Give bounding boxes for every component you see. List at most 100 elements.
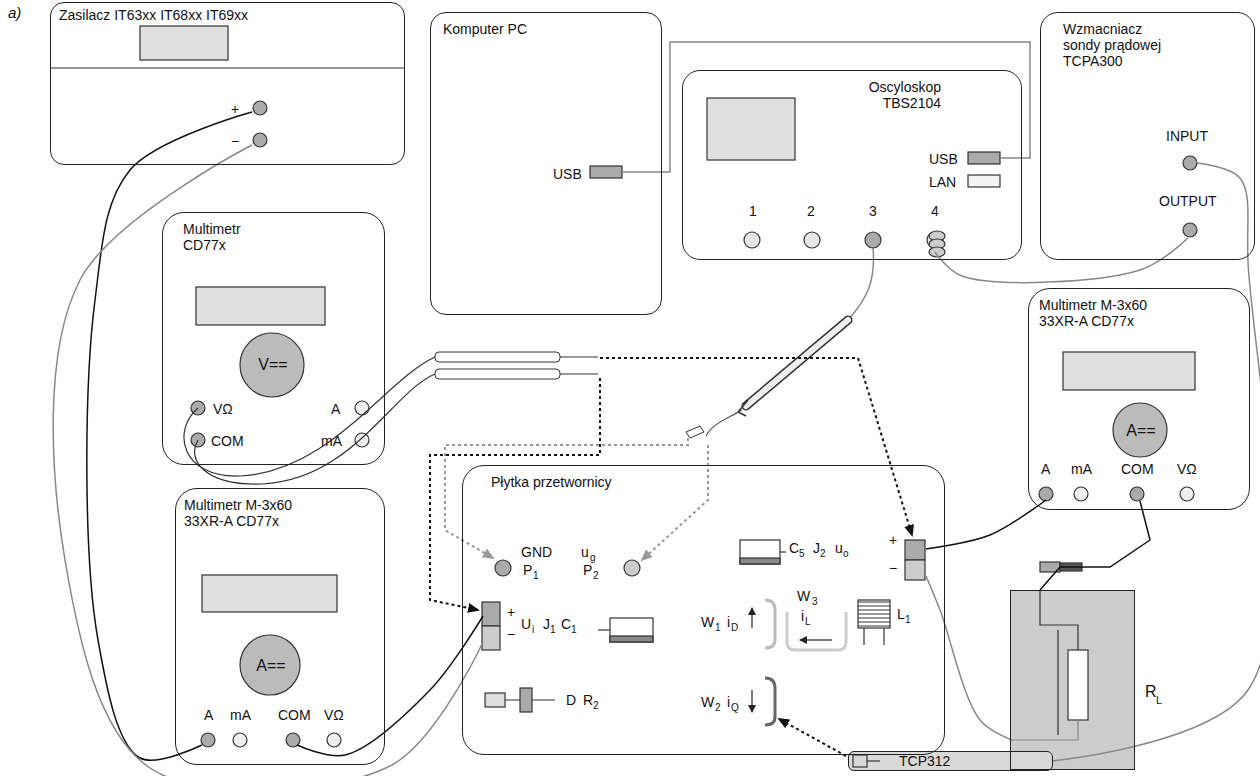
output-connector <box>905 560 925 580</box>
label-text: mA <box>321 433 342 449</box>
measure-loop <box>765 600 775 648</box>
capacitor-symbol <box>740 540 780 564</box>
probe-fill <box>848 751 1053 771</box>
probe-tip <box>560 374 598 375</box>
label-text: USB <box>553 166 582 182</box>
probe-pointer <box>430 378 600 610</box>
probe-ring <box>867 760 880 761</box>
label-text: C <box>561 616 571 632</box>
label-text: LAN <box>929 174 956 190</box>
label-text: W <box>797 588 810 604</box>
label-text: − <box>507 626 515 642</box>
probe-amplifier-box: Wzmacniacz sondy prądowej TCPA300INPUTOU… <box>1040 12 1255 260</box>
label-text: 2 <box>715 702 721 714</box>
capacitor-stripe <box>610 636 653 642</box>
wire <box>87 112 252 760</box>
meter-jack <box>1130 487 1144 501</box>
label-text: U <box>521 616 531 632</box>
label-text: L <box>1156 694 1162 707</box>
probe-pointer <box>600 358 912 535</box>
test-lead <box>195 374 435 484</box>
ground-lead <box>706 410 742 436</box>
meter-jack <box>1180 487 1194 501</box>
measure-loop <box>765 678 775 725</box>
meter-jack <box>1074 487 1088 501</box>
label-text: u <box>835 540 843 556</box>
label-text: o <box>843 548 849 560</box>
label-text: A <box>204 707 213 723</box>
terminal-plus <box>253 101 267 115</box>
title-text: R <box>1145 683 1157 701</box>
current-arrow <box>751 690 752 712</box>
voltmeter-box: Multimetr CD77xV==VΩACOMmA <box>162 212 385 465</box>
label-text: + <box>231 101 239 117</box>
scope-probe <box>746 320 848 406</box>
capacitor-symbol <box>610 618 653 642</box>
probe-pointer <box>445 438 688 558</box>
capacitor-lead <box>598 629 610 630</box>
computer-box: Komputer PC USB <box>430 12 662 315</box>
label-text: 2 <box>593 570 599 582</box>
wire <box>926 500 1046 549</box>
probe-tip <box>560 357 598 358</box>
label-text: A== <box>241 657 301 675</box>
label-text: J <box>543 616 550 632</box>
probe-ring <box>853 755 867 767</box>
channel-input <box>744 232 760 248</box>
load-resistor: RL <box>1010 590 1135 770</box>
amp-output <box>1183 223 1197 237</box>
label-text: 2 <box>807 203 815 219</box>
label-text: A <box>331 401 340 417</box>
label-text: R <box>583 692 593 708</box>
label-text: J <box>813 540 820 556</box>
wire <box>53 145 483 776</box>
wire <box>935 238 1188 283</box>
lan-port <box>968 175 1000 187</box>
panel-divider <box>50 67 405 68</box>
label-text: GND <box>521 544 552 560</box>
label-text: 1 <box>571 624 577 636</box>
label-text: i <box>727 694 730 710</box>
label-text: USB <box>929 151 958 167</box>
label-text: 2 <box>593 700 599 712</box>
test-probe <box>435 369 560 379</box>
label-text: 1 <box>533 570 539 582</box>
channel-input <box>804 232 820 248</box>
label-text: C <box>789 540 799 556</box>
scope-probe <box>746 320 848 406</box>
label-text: W <box>701 694 714 710</box>
inductor-lead <box>863 628 864 645</box>
label-text: COM <box>211 433 244 449</box>
label-text: VΩ <box>1177 461 1197 477</box>
wire <box>926 576 1012 740</box>
ground-clip <box>686 426 704 438</box>
label-text: INPUT <box>1166 128 1208 144</box>
terminal-minus <box>253 133 267 147</box>
label-text: i <box>801 608 804 624</box>
test-probe <box>435 352 560 362</box>
label-text: L <box>805 616 811 628</box>
test-lead <box>184 357 435 476</box>
figure-label: a) <box>8 4 21 21</box>
wire <box>1040 501 1150 590</box>
meter-jack <box>327 733 341 747</box>
label-text: 2 <box>820 548 826 560</box>
label-text: mA <box>230 707 251 723</box>
current-arrow <box>751 608 752 628</box>
inductor-lead <box>883 628 884 645</box>
meter-jack <box>233 733 247 747</box>
title-text: Komputer PC <box>443 21 527 37</box>
label-text: COM <box>1121 461 1154 477</box>
current-probe: TCP312 <box>848 751 1053 771</box>
label-text: VΩ <box>213 401 233 417</box>
power-supply: Zasilacz IT63xx IT68xx IT69xx+− <box>50 2 405 165</box>
label-text: + <box>889 532 897 548</box>
usb-port <box>968 152 1000 164</box>
test-point <box>624 560 640 576</box>
label-text: D <box>731 622 738 634</box>
input-connector <box>482 626 500 650</box>
input-connector <box>482 602 500 626</box>
